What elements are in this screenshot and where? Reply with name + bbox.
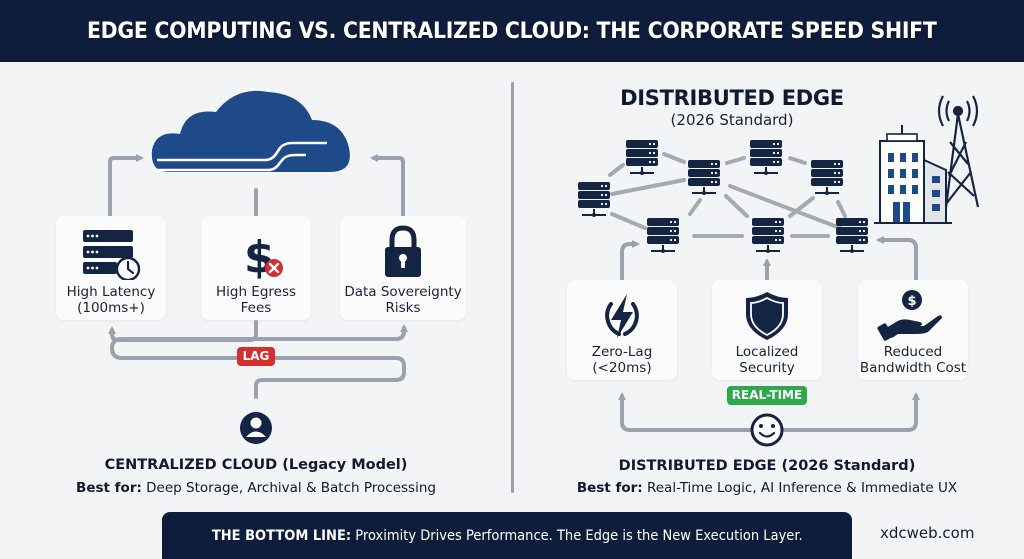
card-data-sovereignty: Data Sovereignty Risks [340, 216, 466, 320]
edge-network-nodes [578, 140, 868, 253]
edge-subtitle: (2026 Standard) [670, 111, 794, 129]
office-building-icon [874, 125, 952, 224]
server-rack-icon [752, 218, 784, 253]
card-high-egress: $ High Egress Fees [201, 216, 311, 320]
wire-sovereignty-to-cloud [370, 154, 405, 218]
edge-caption-best-for: Best for: Real-Time Logic, AI Inference … [540, 480, 994, 496]
wire-user-to-bandwidth [780, 392, 920, 432]
shield-icon [746, 292, 788, 340]
smiley-icon [750, 413, 784, 447]
server-clock-icon [83, 230, 141, 280]
best-for-label: Best for: [76, 480, 142, 496]
cloud-icon [151, 90, 350, 172]
server-rack-icon [578, 182, 610, 217]
bottom-line-text: THE BOTTOM LINE: Proximity Drives Perfor… [212, 528, 803, 544]
bottom-line-message: Proximity Drives Performance. The Edge i… [350, 527, 803, 544]
cell-tower-icon [937, 95, 980, 208]
card-label: Localized Security [735, 344, 799, 376]
card-label: High Egress Fees [215, 284, 297, 316]
wire-bandwidth-to-network [876, 236, 918, 282]
card-zero-lag: Zero-Lag (<20ms) [567, 280, 677, 380]
wire-latency-to-cloud [108, 154, 144, 218]
centralized-caption-best-for: Best for: Deep Storage, Archival & Batch… [40, 480, 472, 496]
site-url[interactable]: xdcweb.com [880, 524, 975, 542]
edge-caption-title: DISTRIBUTED EDGE (2026 Standard) [618, 458, 916, 474]
server-rack-icon [626, 140, 658, 175]
dollar-x-icon: $ [244, 232, 283, 280]
card-reduced-bandwidth: $ Reduced Bandwidth Cost [858, 280, 968, 380]
card-label: Zero-Lag (<20ms) [591, 344, 653, 376]
edge-network-links [608, 152, 847, 238]
server-rack-icon [836, 218, 868, 253]
card-localized-security: Localized Security [712, 280, 822, 380]
card-label: Data Sovereignty Risks [344, 284, 462, 316]
server-rack-icon [811, 160, 843, 195]
bottom-line-banner: THE BOTTOM LINE: Proximity Drives Perfor… [162, 512, 852, 559]
wire-user-to-zerolag [618, 392, 754, 432]
card-label: Reduced Bandwidth Cost [859, 344, 967, 376]
server-rack-icon [750, 140, 782, 175]
edge-title: DISTRIBUTED EDGE [620, 86, 844, 110]
lightning-icon [605, 294, 639, 338]
hand-coin-icon: $ [877, 290, 942, 341]
svg-text:$: $ [907, 294, 916, 309]
card-label: High Latency (100ms+) [66, 284, 156, 316]
header-banner: EDGE COMPUTING VS. CENTRALIZED CLOUD: TH… [0, 0, 1024, 62]
best-for-text: Real-Time Logic, AI Inference & Immediat… [642, 480, 958, 496]
left-wires [108, 154, 408, 399]
server-rack-icon [688, 160, 720, 195]
page-title: EDGE COMPUTING VS. CENTRALIZED CLOUD: TH… [87, 18, 937, 44]
padlock-icon [385, 225, 421, 277]
right-wires [618, 236, 920, 432]
server-rack-icon [647, 218, 679, 253]
card-high-latency: High Latency (100ms+) [56, 216, 166, 320]
section-divider [511, 82, 514, 493]
wire-zerolag-to-network [620, 240, 640, 282]
user-icon [240, 412, 272, 444]
best-for-text: Deep Storage, Archival & Batch Processin… [141, 480, 436, 496]
best-for-label: Best for: [576, 480, 643, 496]
centralized-caption-title: CENTRALIZED CLOUD (Legacy Model) [104, 457, 408, 473]
bottom-line-label: THE BOTTOM LINE: [211, 527, 351, 544]
wire-user-lag-path [110, 324, 408, 399]
lag-badge: LAG [237, 347, 275, 366]
realtime-badge: REAL-TIME [727, 386, 807, 405]
